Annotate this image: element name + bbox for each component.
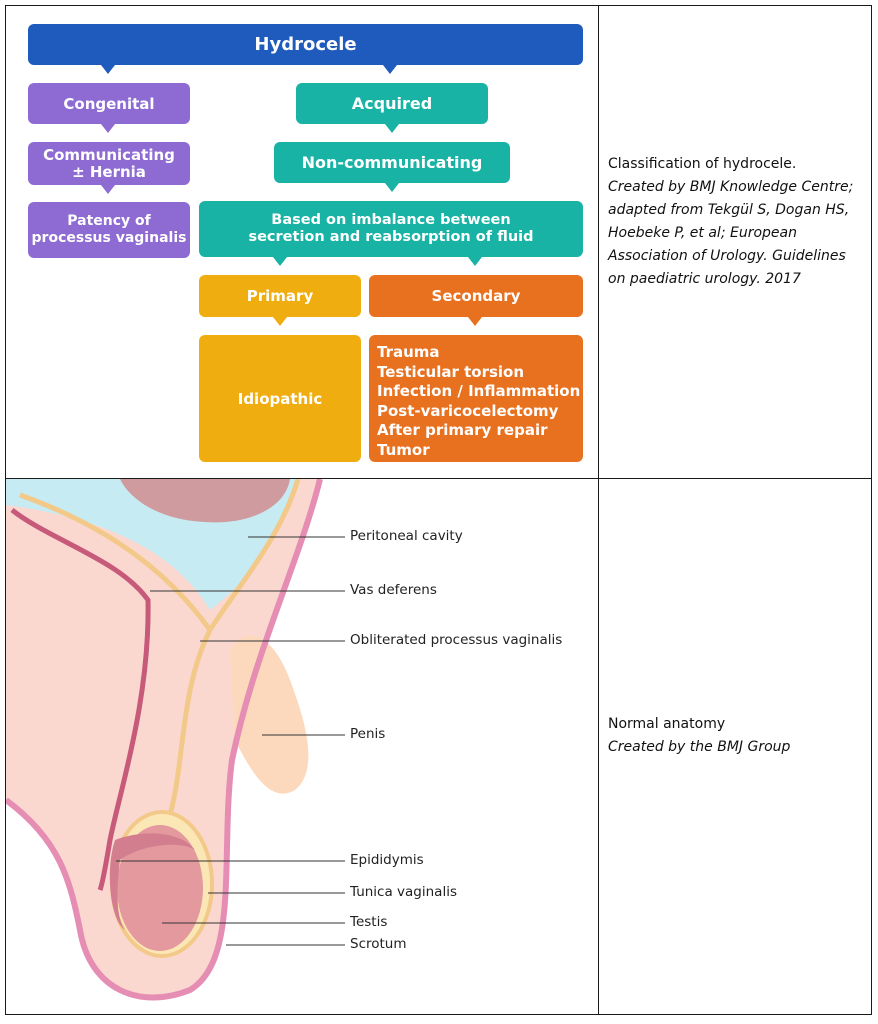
flow-node-label: Non-communicating xyxy=(301,153,483,172)
label-vas-deferens: Vas deferens xyxy=(350,582,437,598)
flow-arrow xyxy=(468,317,482,326)
list-item: Infection / Inflammation xyxy=(377,382,581,401)
anatomy-illustration xyxy=(6,479,345,1001)
flow-node-secondary: Secondary xyxy=(369,275,583,317)
abdominal-dome-shape xyxy=(120,479,290,523)
label-testis: Testis xyxy=(350,914,388,930)
caption-classification: Classification of hydrocele. Created by … xyxy=(608,153,863,291)
penis-shape xyxy=(230,635,309,794)
list-item: Post-varicocelectomy xyxy=(377,401,559,420)
flow-arrow xyxy=(383,65,397,74)
caption-credit: Created by BMJ Knowledge Centre; adapted… xyxy=(608,179,854,287)
epididymis-shape xyxy=(109,833,195,930)
flow-arrow xyxy=(273,257,287,266)
caption-normal-anatomy: Normal anatomy Created by the BMJ Group xyxy=(608,713,863,759)
table-frame xyxy=(5,5,872,1015)
vas-deferens-line xyxy=(10,508,151,891)
flow-node-patency: Patency of processus vaginalis xyxy=(28,202,190,258)
list-item: Trauma xyxy=(377,343,440,361)
flow-arrow xyxy=(101,65,115,74)
flow-node-label: Hydrocele xyxy=(254,34,357,55)
table-row-divider xyxy=(5,478,872,479)
list-item: After primary repair xyxy=(377,421,548,440)
label-scrotum: Scrotum xyxy=(350,936,407,952)
flow-node-non-communicating: Non-communicating xyxy=(274,142,510,183)
flow-node-communicating: Communicating ± Hernia xyxy=(28,142,190,185)
label-peritoneal-cavity: Peritoneal cavity xyxy=(350,528,463,544)
caption-title: Classification of hydrocele. xyxy=(608,156,797,172)
flow-arrow xyxy=(385,183,399,192)
label-tunica-vaginalis: Tunica vaginalis xyxy=(350,884,457,900)
label-obliterated-processus-vaginalis: Obliterated processus vaginalis xyxy=(350,632,563,648)
secondary-causes-list: Trauma Testicular torsion Infection / In… xyxy=(377,343,580,461)
flow-node-hydrocele: Hydrocele xyxy=(28,24,583,65)
flow-node-acquired: Acquired xyxy=(296,83,488,124)
flow-node-label: Patency of processus vaginalis xyxy=(31,213,187,246)
flow-node-label: Idiopathic xyxy=(237,389,323,408)
flow-arrow xyxy=(385,124,399,133)
flow-arrow xyxy=(273,317,287,326)
testis-shape xyxy=(117,825,203,951)
flow-node-imbalance: Based on imbalance between secretion and… xyxy=(199,201,583,257)
flow-node-label: Secondary xyxy=(431,287,521,305)
flow-arrow xyxy=(468,257,482,266)
label-penis: Penis xyxy=(350,726,386,742)
processus-vaginalis-line xyxy=(207,479,301,632)
flow-node-label: Communicating ± Hernia xyxy=(43,145,175,181)
caption-title: Normal anatomy xyxy=(608,716,726,732)
flow-arrow xyxy=(101,185,115,194)
flow-node-label: Acquired xyxy=(351,94,433,113)
label-leader-lines xyxy=(116,536,345,946)
list-item: Tumor xyxy=(377,440,430,459)
flow-node-idiopathic: Idiopathic xyxy=(199,335,361,462)
flow-node-label: Based on imbalance between secretion and… xyxy=(248,212,534,245)
flow-node-congenital: Congenital xyxy=(28,83,190,124)
table-column-divider xyxy=(598,5,599,1015)
scrotum-shape xyxy=(6,479,320,998)
flow-node-label: Congenital xyxy=(63,94,155,113)
list-item: Testicular torsion xyxy=(377,362,525,381)
label-epididymis: Epididymis xyxy=(350,852,424,868)
flow-node-secondary-causes: Trauma Testicular torsion Infection / In… xyxy=(369,335,583,462)
flow-node-primary: Primary xyxy=(199,275,361,317)
flow-node-label: Primary xyxy=(246,287,314,305)
scrotum-outline xyxy=(6,479,323,1001)
caption-credit: Created by the BMJ Group xyxy=(608,739,791,755)
flow-arrow xyxy=(101,124,115,133)
